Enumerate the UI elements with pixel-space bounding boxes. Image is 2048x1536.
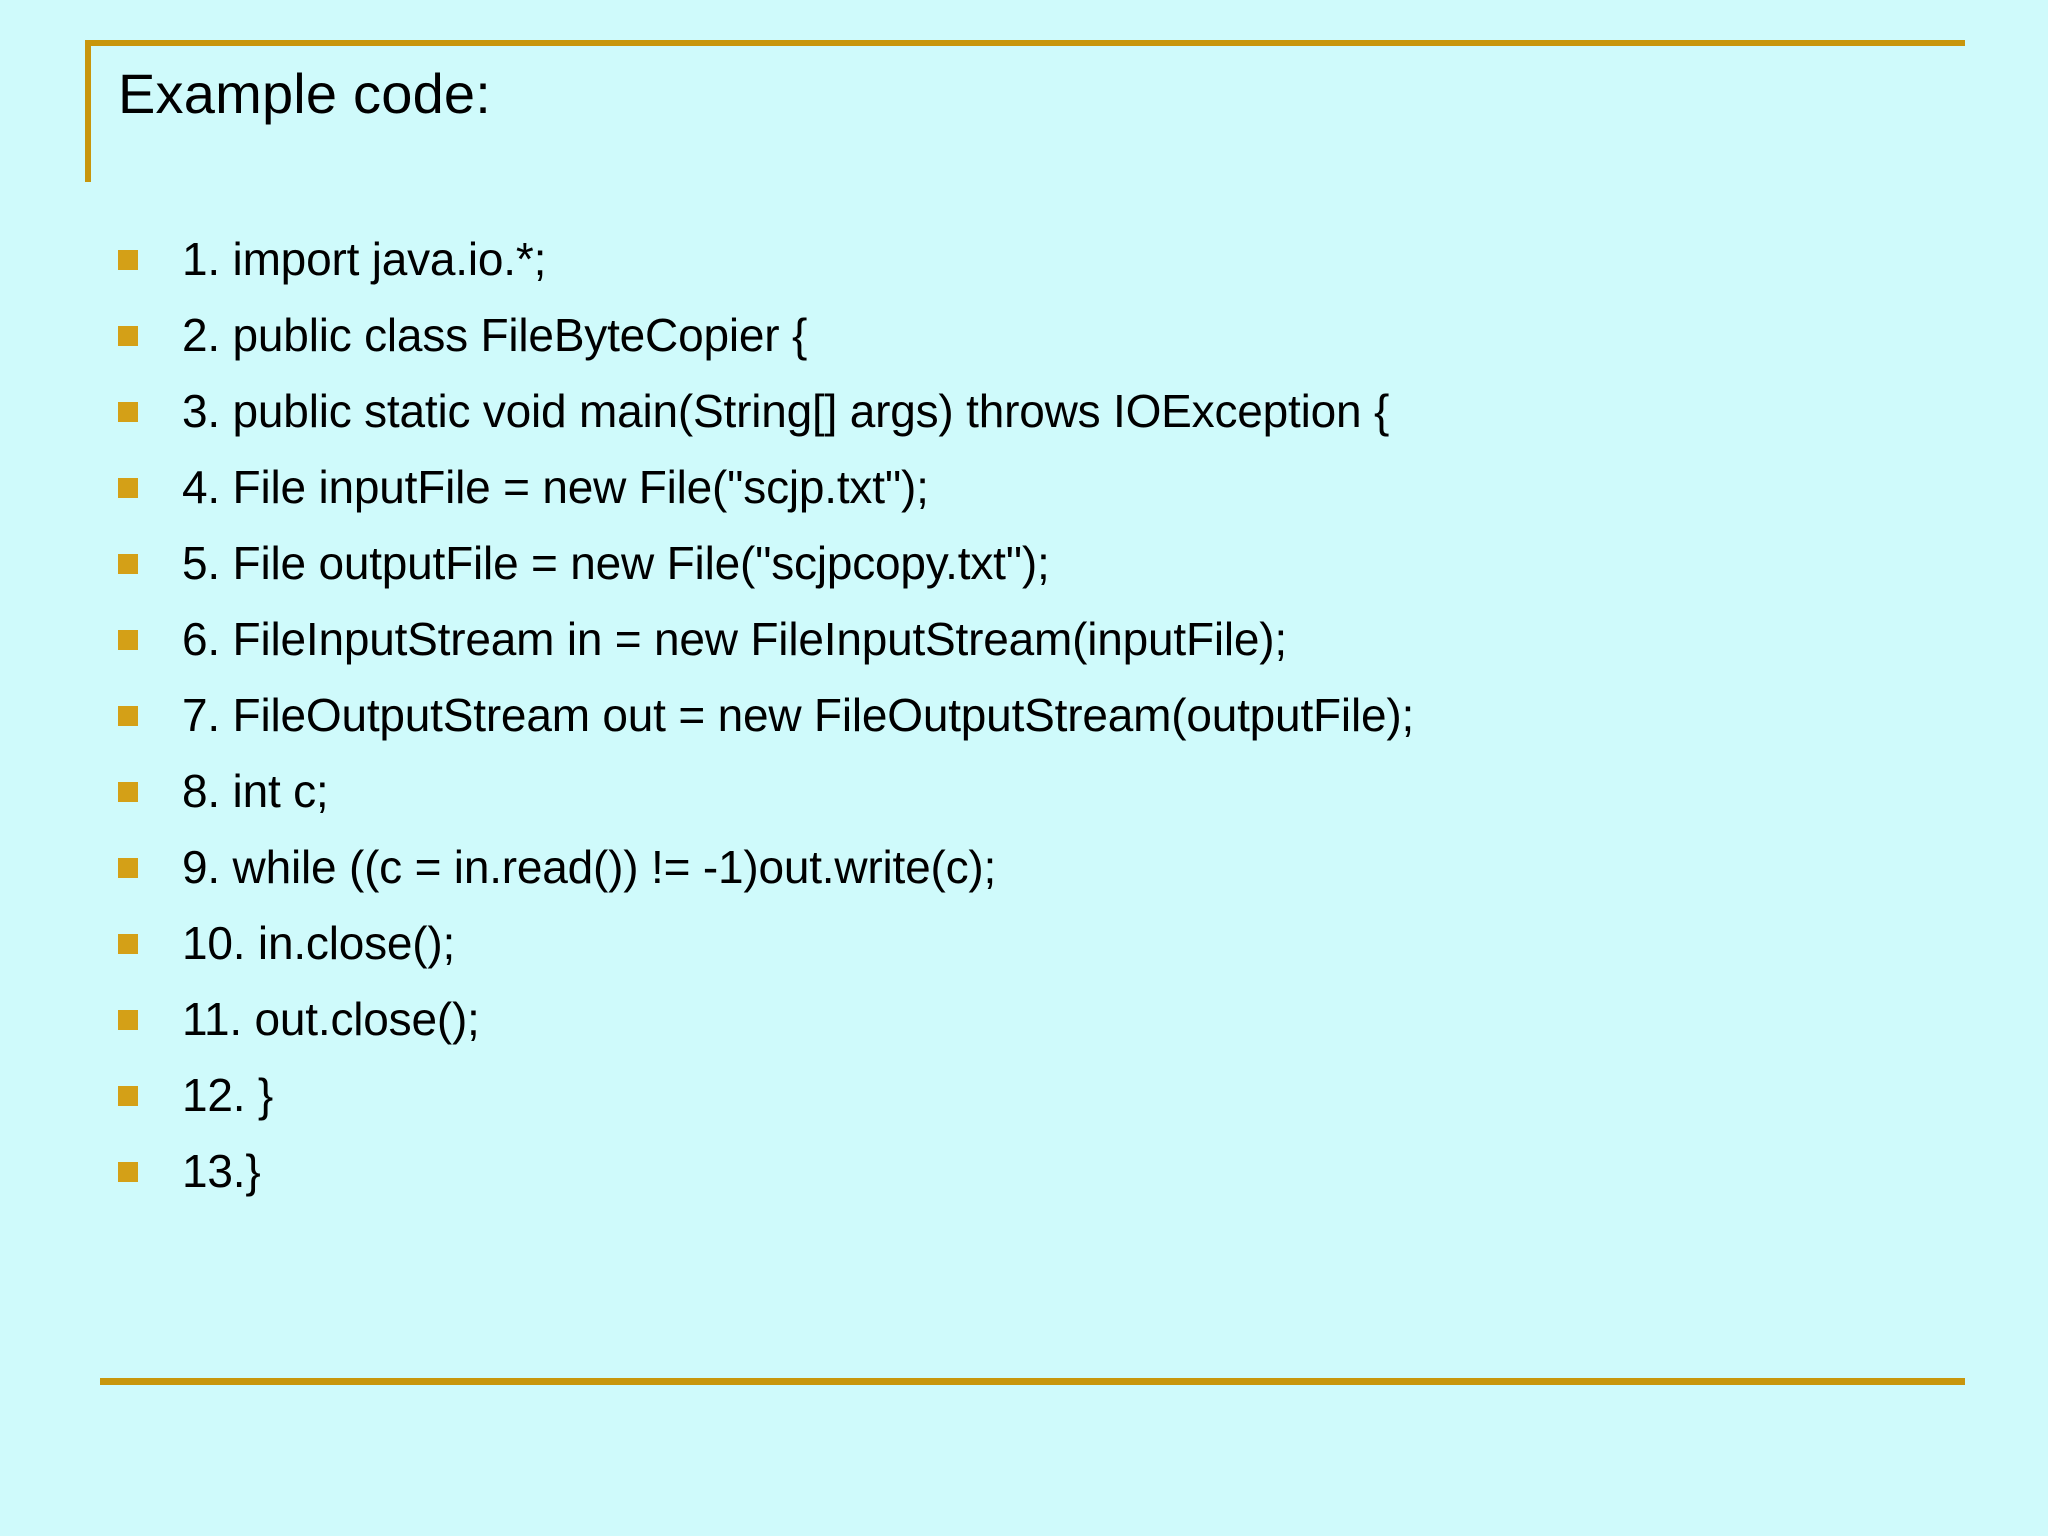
list-item: 13.} — [118, 1140, 1998, 1216]
code-line-text: 6. FileInputStream in = new FileInputStr… — [182, 613, 1287, 665]
square-bullet-icon — [118, 1010, 138, 1030]
code-line-text: 5. File outputFile = new File("scjpcopy.… — [182, 537, 1050, 589]
list-item: 7. FileOutputStream out = new FileOutput… — [118, 684, 1998, 760]
list-item: 12. } — [118, 1064, 1998, 1140]
square-bullet-icon — [118, 782, 138, 802]
footer-rule — [100, 1378, 1965, 1385]
list-item: 11. out.close(); — [118, 988, 1998, 1064]
square-bullet-icon — [118, 478, 138, 498]
code-line-text: 10. in.close(); — [182, 917, 456, 969]
list-item: 8. int c; — [118, 760, 1998, 836]
square-bullet-icon — [118, 1086, 138, 1106]
code-line-text: 12. } — [182, 1069, 274, 1121]
code-line-text: 9. while ((c = in.read()) != -1)out.writ… — [182, 841, 997, 893]
code-line-text: 8. int c; — [182, 765, 329, 817]
code-line-text: 2. public class FileByteCopier { — [182, 309, 808, 361]
title-top-rule — [85, 40, 1965, 46]
square-bullet-icon — [118, 554, 138, 574]
list-item: 5. File outputFile = new File("scjpcopy.… — [118, 532, 1998, 608]
code-line-text: 11. out.close(); — [182, 993, 480, 1045]
list-item: 9. while ((c = in.read()) != -1)out.writ… — [118, 836, 1998, 912]
square-bullet-icon — [118, 706, 138, 726]
square-bullet-icon — [118, 858, 138, 878]
square-bullet-icon — [118, 630, 138, 650]
square-bullet-icon — [118, 402, 138, 422]
code-line-text: 4. File inputFile = new File("scjp.txt")… — [182, 461, 929, 513]
code-line-text: 3. public static void main(String[] args… — [182, 385, 1390, 437]
code-line-text: 7. FileOutputStream out = new FileOutput… — [182, 689, 1415, 741]
code-bullet-list: 1. import java.io.*; 2. public class Fil… — [118, 228, 1998, 1216]
title-left-accent-rule — [85, 40, 91, 182]
square-bullet-icon — [118, 250, 138, 270]
code-line-text: 13.} — [182, 1145, 261, 1197]
list-item: 1. import java.io.*; — [118, 228, 1998, 304]
list-item: 10. in.close(); — [118, 912, 1998, 988]
page-title: Example code: — [118, 62, 492, 125]
list-item: 6. FileInputStream in = new FileInputStr… — [118, 608, 1998, 684]
list-item: 4. File inputFile = new File("scjp.txt")… — [118, 456, 1998, 532]
code-line-text: 1. import java.io.*; — [182, 233, 547, 285]
list-item: 2. public class FileByteCopier { — [118, 304, 1998, 380]
square-bullet-icon — [118, 934, 138, 954]
square-bullet-icon — [118, 326, 138, 346]
square-bullet-icon — [118, 1162, 138, 1182]
list-item: 3. public static void main(String[] args… — [118, 380, 1998, 456]
slide-title-area: Example code: — [118, 62, 1918, 172]
